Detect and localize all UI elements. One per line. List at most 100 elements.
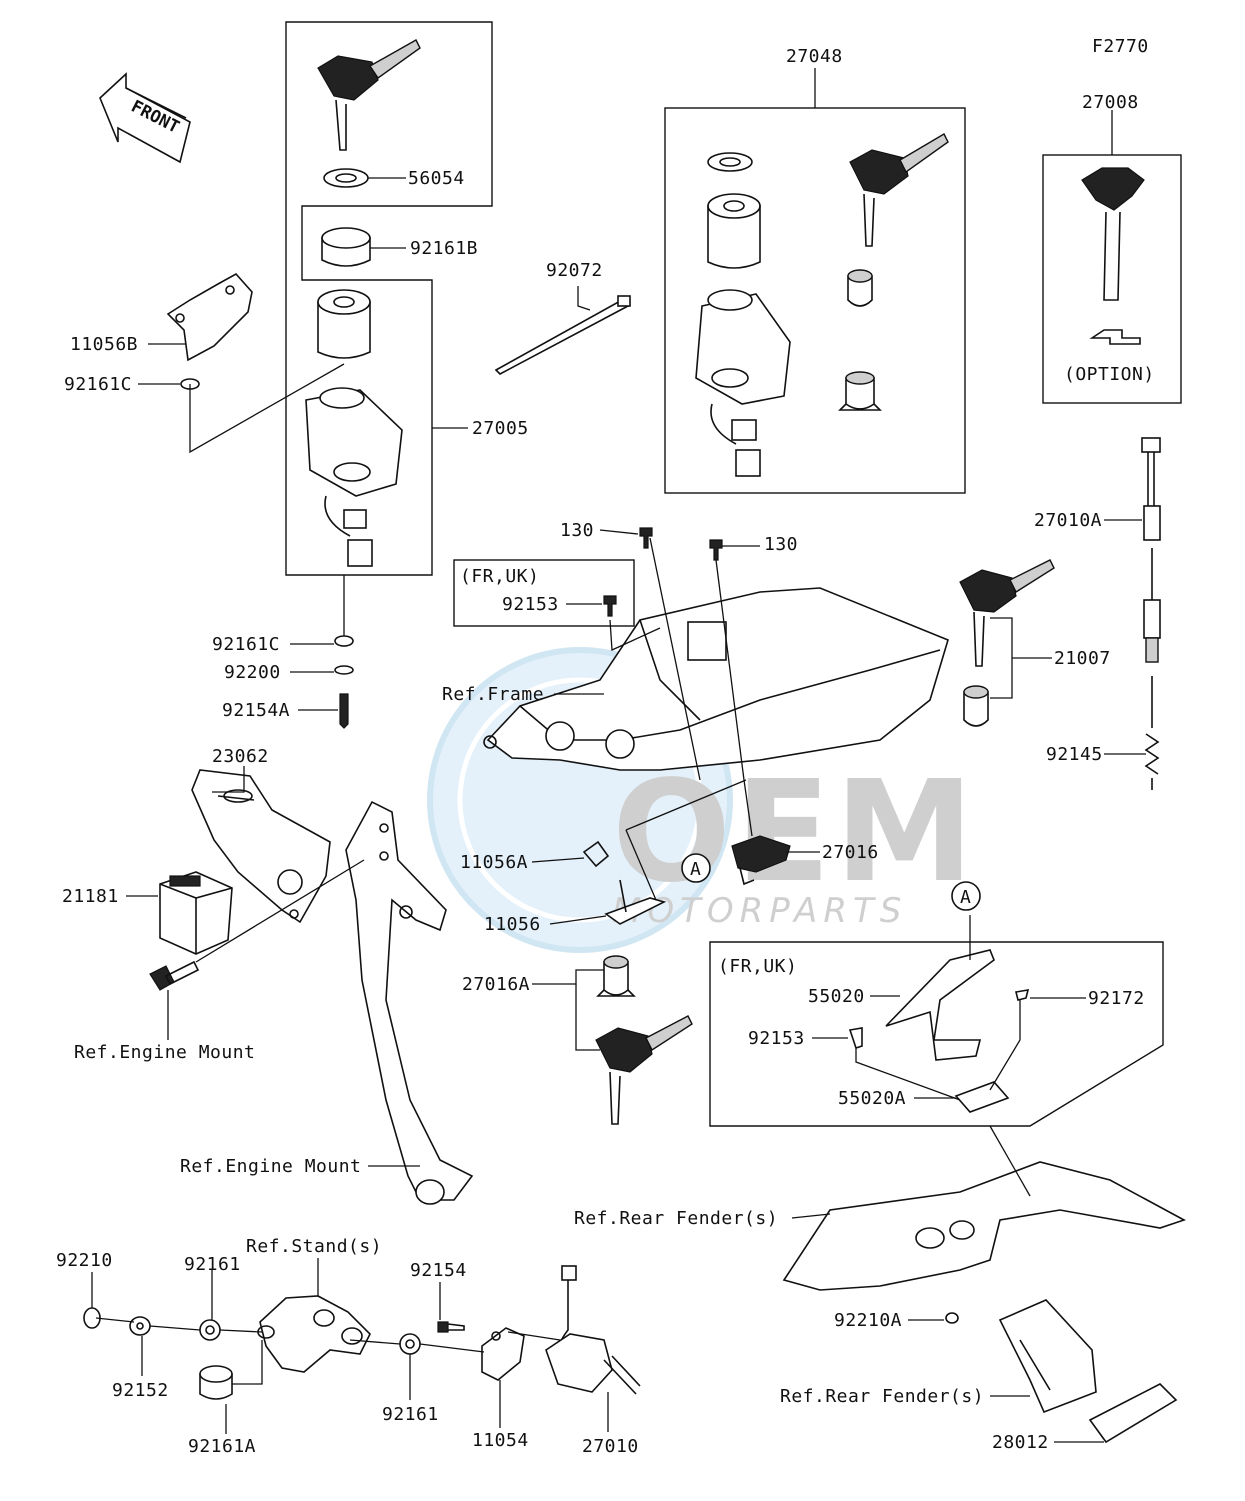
key-icon-21007 xyxy=(959,559,1055,667)
label-55020A[interactable]: 55020A xyxy=(838,1088,906,1109)
label-option: (OPTION) xyxy=(1064,364,1155,385)
label-92210[interactable]: 92210 xyxy=(56,1250,113,1271)
label-56054[interactable]: 56054 xyxy=(408,168,465,189)
nut-92161C-icon xyxy=(180,378,354,729)
label-11056B[interactable]: 11056B xyxy=(70,334,138,355)
spring-92145-icon xyxy=(1144,676,1160,790)
lock-cap-27048-icon xyxy=(847,269,873,307)
bracket-11056B-icon xyxy=(166,272,253,362)
label-27005[interactable]: 27005 xyxy=(472,418,529,439)
mount-bracket-icon xyxy=(345,800,474,1205)
key-blank-27008-icon xyxy=(1081,167,1145,301)
label-92161C-top[interactable]: 92161C xyxy=(64,374,132,395)
label-ref-rear-fender-2[interactable]: Ref.Rear Fender(s) xyxy=(780,1386,984,1407)
label-92072[interactable]: 92072 xyxy=(546,260,603,281)
plate-28012-icon xyxy=(1088,1383,1178,1444)
marker-a-left: A xyxy=(681,853,711,883)
label-92172[interactable]: 92172 xyxy=(1088,988,1145,1009)
label-28012[interactable]: 28012 xyxy=(992,1432,1049,1453)
label-27008[interactable]: 27008 xyxy=(1082,92,1139,113)
bolt-130-icon xyxy=(603,527,723,617)
label-92210A[interactable]: 92210A xyxy=(834,1310,902,1331)
leader-lines xyxy=(91,68,1146,1443)
key-profile-icon xyxy=(1089,329,1141,345)
washer-92152-icon xyxy=(129,1316,151,1336)
sidestand-switch-27010-icon xyxy=(545,1265,641,1395)
label-ref-rear-fender-1[interactable]: Ref.Rear Fender(s) xyxy=(574,1208,778,1229)
front-arrow-icon: FRONT xyxy=(99,72,191,164)
bracket-55020-icon xyxy=(885,949,995,1061)
bracket-11054-icon xyxy=(481,1327,525,1381)
rear-fender-lower-icon xyxy=(998,1299,1097,1414)
marker-a-right-label: A xyxy=(960,887,971,908)
ignition-switch-27005-icon xyxy=(305,387,403,567)
label-92161C-bottom[interactable]: 92161C xyxy=(212,634,280,655)
group-27005-outline xyxy=(285,21,493,576)
lock-cap-21007-icon xyxy=(963,685,989,727)
marker-a-right: A xyxy=(951,881,981,911)
figure-code: F2770 xyxy=(1092,36,1149,57)
label-27010[interactable]: 27010 xyxy=(582,1436,639,1457)
bracket-11056-icon xyxy=(604,879,667,925)
label-92161A[interactable]: 92161A xyxy=(188,1436,256,1457)
label-92161-left[interactable]: 92161 xyxy=(184,1254,241,1275)
label-23062[interactable]: 23062 xyxy=(212,746,269,767)
plug-92161A-icon xyxy=(199,1365,233,1400)
label-92161B[interactable]: 92161B xyxy=(410,238,478,259)
screw-92172-icon xyxy=(1015,989,1030,1001)
bracket-23062-icon xyxy=(191,769,331,924)
watermark-brand: OEM xyxy=(612,751,978,914)
key-icon-27016A xyxy=(595,1015,693,1125)
label-92200[interactable]: 92200 xyxy=(224,662,281,683)
label-27016[interactable]: 27016 xyxy=(822,842,879,863)
marker-a-left-label: A xyxy=(690,859,701,880)
label-ref-frame[interactable]: Ref.Frame xyxy=(442,684,544,705)
label-130-right[interactable]: 130 xyxy=(764,534,798,555)
region-box-large xyxy=(709,941,1164,1127)
cap-92161B-icon xyxy=(321,227,371,267)
label-92154[interactable]: 92154 xyxy=(410,1260,467,1281)
frame-icon xyxy=(483,587,949,771)
label-ref-stand[interactable]: Ref.Stand(s) xyxy=(246,1236,382,1257)
cover-27005-icon xyxy=(317,289,371,359)
label-21181[interactable]: 21181 xyxy=(62,886,119,907)
key-icon-top xyxy=(317,39,421,151)
label-21007[interactable]: 21007 xyxy=(1054,648,1111,669)
label-11054[interactable]: 11054 xyxy=(472,1430,529,1451)
label-92154A[interactable]: 92154A xyxy=(222,700,290,721)
label-55020[interactable]: 55020 xyxy=(808,986,865,1007)
part-labels: 56054 92161B 11056B 92161C 27005 92161C … xyxy=(56,46,1155,1457)
label-92153-top[interactable]: 92153 xyxy=(502,594,559,615)
label-ref-engine-mount-1[interactable]: Ref.Engine Mount xyxy=(74,1042,255,1063)
collar-92161-mid-icon xyxy=(399,1333,421,1355)
label-11056[interactable]: 11056 xyxy=(484,914,541,935)
cover-55020A-icon xyxy=(954,1081,1010,1113)
screw-92153-icon xyxy=(848,1027,863,1050)
label-27016A[interactable]: 27016A xyxy=(462,974,530,995)
rear-fender-icon xyxy=(782,1161,1187,1291)
label-92161-mid[interactable]: 92161 xyxy=(382,1404,439,1425)
label-region-large: (FR,UK) xyxy=(718,956,797,977)
clip-11056A-icon xyxy=(582,840,610,868)
cable-tie-92072-icon xyxy=(494,295,631,375)
label-92153-bottom[interactable]: 92153 xyxy=(748,1028,805,1049)
label-92152[interactable]: 92152 xyxy=(112,1380,169,1401)
label-ref-engine-mount-2[interactable]: Ref.Engine Mount xyxy=(180,1156,361,1177)
label-27010A[interactable]: 27010A xyxy=(1034,510,1102,531)
assembly-lines xyxy=(95,537,1021,1385)
lock-cylinder-27016A-icon xyxy=(596,955,636,997)
label-92145[interactable]: 92145 xyxy=(1046,744,1103,765)
bolt-92154-icon xyxy=(437,1321,465,1333)
label-11056A[interactable]: 11056A xyxy=(460,852,528,873)
washer-27048-icon xyxy=(707,152,753,172)
lock-cylinder-27048-icon xyxy=(838,371,882,411)
relay-21181-icon xyxy=(159,871,233,955)
label-27048[interactable]: 27048 xyxy=(786,46,843,67)
label-130-left[interactable]: 130 xyxy=(560,520,594,541)
key-icon-27048 xyxy=(849,133,949,247)
ignition-switch-27048-icon xyxy=(695,289,791,477)
washer-56054-icon xyxy=(323,168,369,188)
watermark-sub: MOTORPARTS xyxy=(612,891,907,931)
